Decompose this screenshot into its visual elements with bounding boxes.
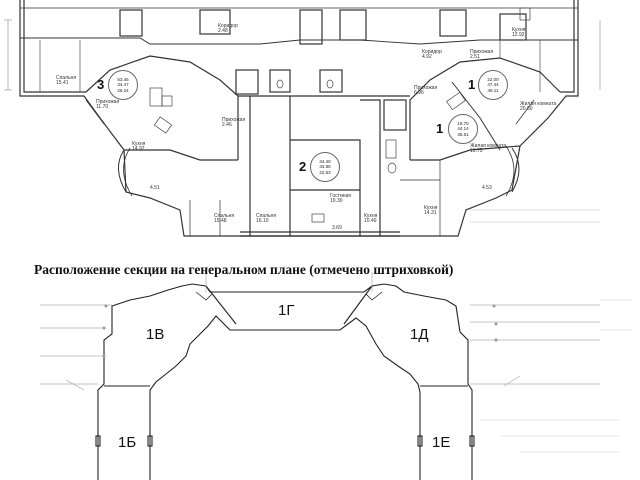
other-area: 26.24: [117, 87, 129, 93]
apartment-number: 3: [97, 77, 105, 92]
section-label-1d: 1Д: [410, 326, 429, 343]
total-area: 34.40: [319, 159, 331, 165]
section-label-1e: 1Е: [432, 434, 451, 451]
total-area: 22.00: [487, 77, 499, 83]
section-label-1b: 1Б: [118, 434, 137, 451]
total-area: 53.45: [117, 77, 129, 83]
dimension-marks: [4, 19, 601, 223]
apartment-area-badge: 22.00 47.44 49.11: [478, 70, 508, 100]
living-area: 47.44: [487, 82, 499, 88]
scan-noise: [480, 299, 632, 453]
site-plan-outline: [95, 283, 475, 480]
living-area: 33.86: [319, 164, 331, 170]
site-plan-caption: Расположение секции на генеральном плане…: [34, 262, 454, 277]
apartment-area-badge: 15.70 44.14 35.61: [448, 114, 478, 144]
section-label-1g: 1Г: [278, 302, 295, 319]
other-area: 49.11: [487, 87, 499, 93]
apartment-number: 2: [299, 159, 307, 174]
apartment-number: 1: [436, 121, 444, 136]
living-area: 44.14: [457, 126, 469, 132]
living-area: 34.47: [117, 82, 129, 88]
fixtures: [149, 7, 531, 223]
apartment-number: 1: [468, 77, 476, 92]
grid-lines: [40, 272, 600, 391]
balcony-area: 4.51: [150, 185, 160, 191]
other-area: 35.61: [457, 131, 469, 137]
scan-dots: [102, 304, 498, 358]
section-label-1v: 1В: [146, 326, 165, 343]
apartment-area-badge: 53.45 34.47 26.24: [108, 70, 138, 100]
apartment-area-badge: 34.40 33.86 22.63: [310, 152, 340, 182]
balcony-area: 3.69: [332, 225, 342, 231]
total-area: 15.70: [457, 121, 469, 127]
balcony-area: 4.53: [482, 185, 492, 191]
other-area: 22.63: [319, 169, 331, 175]
floor-plan-walls: [19, 0, 579, 237]
